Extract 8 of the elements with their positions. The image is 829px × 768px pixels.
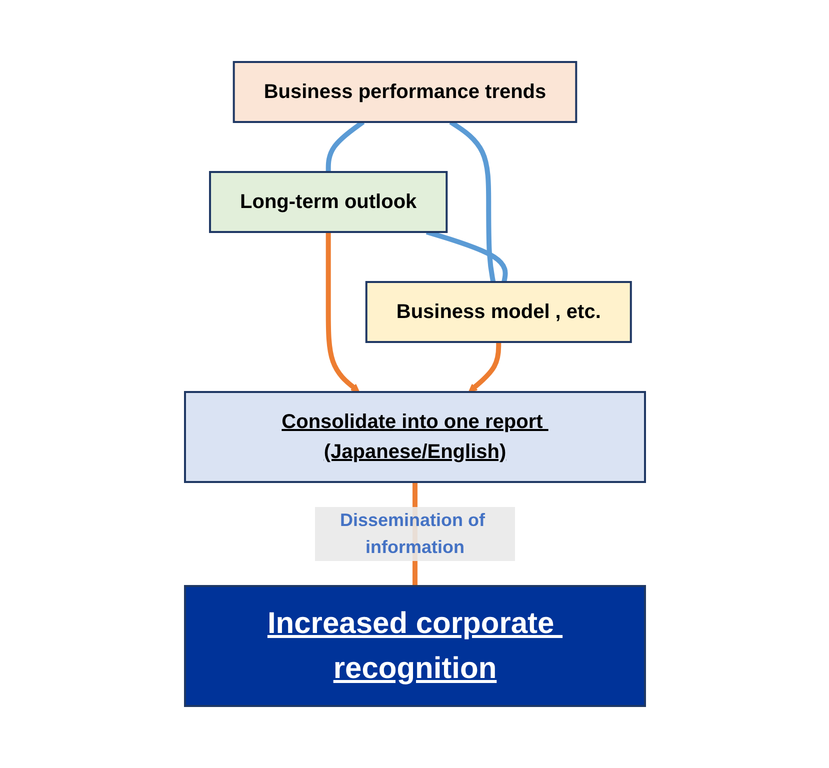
node-box: Long-term outlook xyxy=(208,171,448,233)
arrow xyxy=(468,342,501,392)
node-box: Consolidate into one report (Japanese/English) xyxy=(184,391,646,483)
node-box: Increased corporate recognition xyxy=(184,585,646,707)
arrow xyxy=(325,232,360,392)
edge-label: Dissemination of information xyxy=(339,510,485,557)
node-box: Business model , etc. xyxy=(364,281,632,343)
node-box: Business performance trends xyxy=(232,61,577,123)
